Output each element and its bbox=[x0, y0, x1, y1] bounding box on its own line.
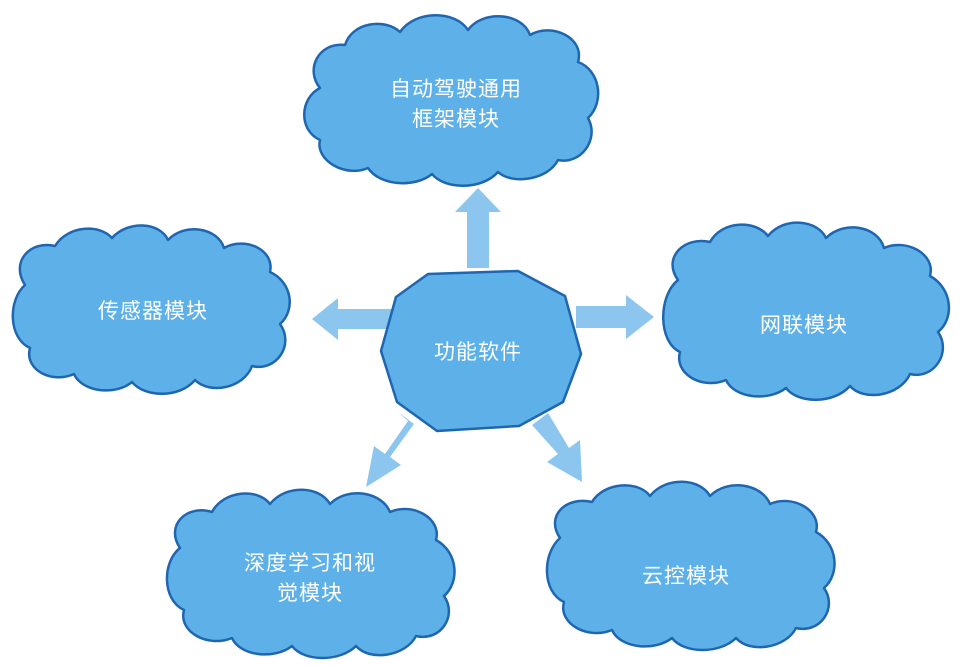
cloud-deep-learning bbox=[165, 488, 456, 660]
arrow-right bbox=[576, 295, 654, 339]
cloud-framework bbox=[303, 14, 600, 187]
cloud-control-module-label: 云控模块 bbox=[642, 564, 730, 588]
arrow-down-left bbox=[366, 412, 414, 487]
network-module-label: 网联模块 bbox=[760, 313, 848, 337]
center-label: 功能软件 bbox=[434, 340, 522, 364]
arrow-down-right bbox=[532, 413, 582, 482]
framework-module-label: 自动驾驶通用 框架模块 bbox=[390, 77, 522, 131]
arrows bbox=[312, 188, 654, 487]
cloud-cloud-control bbox=[545, 480, 836, 652]
cloud-network bbox=[662, 221, 951, 401]
arrow-up bbox=[455, 188, 501, 268]
cloud-sensor bbox=[11, 224, 291, 395]
arrow-left bbox=[312, 298, 392, 340]
sensor-module-label: 传感器模块 bbox=[98, 299, 208, 323]
center-octagon bbox=[379, 269, 583, 433]
deep-learning-module-label: 深度学习和视 觉模块 bbox=[244, 551, 376, 605]
